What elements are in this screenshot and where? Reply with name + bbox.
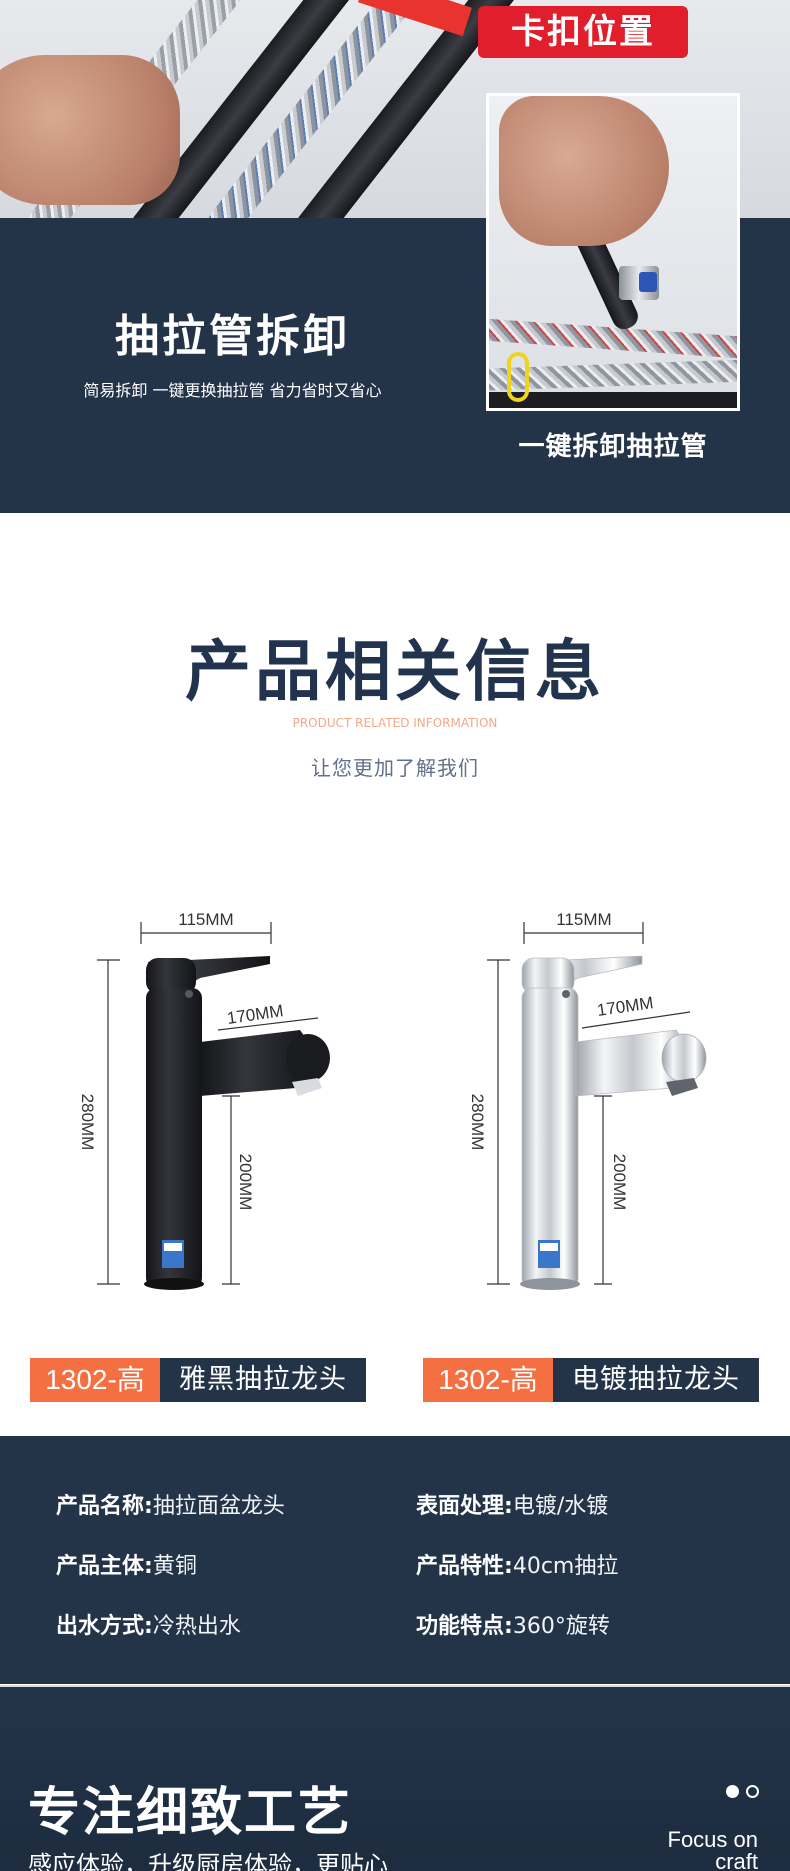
carousel-dot[interactable] bbox=[746, 1785, 759, 1798]
section-title: 抽拉管拆卸 bbox=[115, 311, 350, 362]
dim-spout-label: 170MM bbox=[596, 993, 655, 1020]
quick-release-photo bbox=[486, 93, 740, 411]
product-code: 1302-高 bbox=[30, 1358, 160, 1402]
clip-position-badge: 卡扣位置 bbox=[478, 6, 688, 58]
dim-clearance-label: 200MM bbox=[236, 1154, 255, 1211]
dim-width-label: 115MM bbox=[556, 910, 611, 929]
dim-width-label: 115MM bbox=[178, 910, 233, 929]
product-label-black: 1302-高 雅黑抽拉龙头 bbox=[30, 1358, 366, 1402]
product-code: 1302-高 bbox=[423, 1358, 553, 1402]
spec-surface: 表面处理:电镀/水镀 bbox=[416, 1494, 609, 1519]
info-subtitle: 让您更加了解我们 bbox=[311, 756, 479, 780]
focus-tagline: Focus on craft bbox=[667, 1827, 759, 1871]
spec-panel: 产品名称:抽拉面盆龙头 表面处理:电镀/水镀 产品主体:黄铜 产品特性:40cm… bbox=[0, 1436, 790, 1684]
craft-title: 专注细致工艺 bbox=[28, 1783, 353, 1843]
spec-body: 产品主体:黄铜 bbox=[56, 1554, 197, 1579]
info-title: 产品相关信息 bbox=[185, 633, 605, 710]
faucet-dimension-diagram: 115MM 280MM 200MM 170MM 115MM 280MM bbox=[78, 910, 707, 1290]
product-name: 电镀抽拉龙头 bbox=[553, 1358, 759, 1402]
dim-spout-label: 170MM bbox=[226, 1001, 285, 1028]
spec-water-outlet: 出水方式:冷热出水 bbox=[56, 1614, 241, 1639]
product-label-chrome: 1302-高 电镀抽拉龙头 bbox=[423, 1358, 759, 1402]
dim-height-label: 280MM bbox=[78, 1094, 97, 1151]
hand-image bbox=[499, 96, 669, 246]
spec-product-name: 产品名称:抽拉面盆龙头 bbox=[56, 1494, 285, 1519]
craft-banner: 专注细致工艺 感应体验，升级厨房体验，更贴心 Focus on craft bbox=[0, 1685, 790, 1871]
carousel-dot-active[interactable] bbox=[726, 1785, 739, 1798]
spec-function: 功能特点:360°旋转 bbox=[416, 1614, 610, 1639]
craft-subtitle: 感应体验，升级厨房体验，更贴心 bbox=[28, 1851, 388, 1871]
hand-image bbox=[0, 55, 180, 205]
chrome-faucet: 115MM 280MM 200MM 170MM bbox=[468, 910, 707, 1290]
spec-feature: 产品特性:40cm抽拉 bbox=[416, 1554, 619, 1579]
info-title-en: PRODUCT RELATED INFORMATION bbox=[292, 716, 498, 730]
product-name: 雅黑抽拉龙头 bbox=[160, 1358, 366, 1402]
hose-removal-section: 卡扣位置 抽拉管拆卸 简易拆卸 一键更换抽拉管 省力省时又省心 一键拆卸抽拉管 bbox=[0, 0, 790, 513]
dim-height-label: 280MM bbox=[468, 1094, 487, 1151]
black-faucet: 115MM 280MM 200MM 170MM bbox=[78, 910, 330, 1290]
photo-caption: 一键拆卸抽拉管 bbox=[518, 432, 708, 462]
section-subtitle: 简易拆卸 一键更换抽拉管 省力省时又省心 bbox=[83, 381, 382, 400]
dim-clearance-label: 200MM bbox=[610, 1154, 629, 1211]
